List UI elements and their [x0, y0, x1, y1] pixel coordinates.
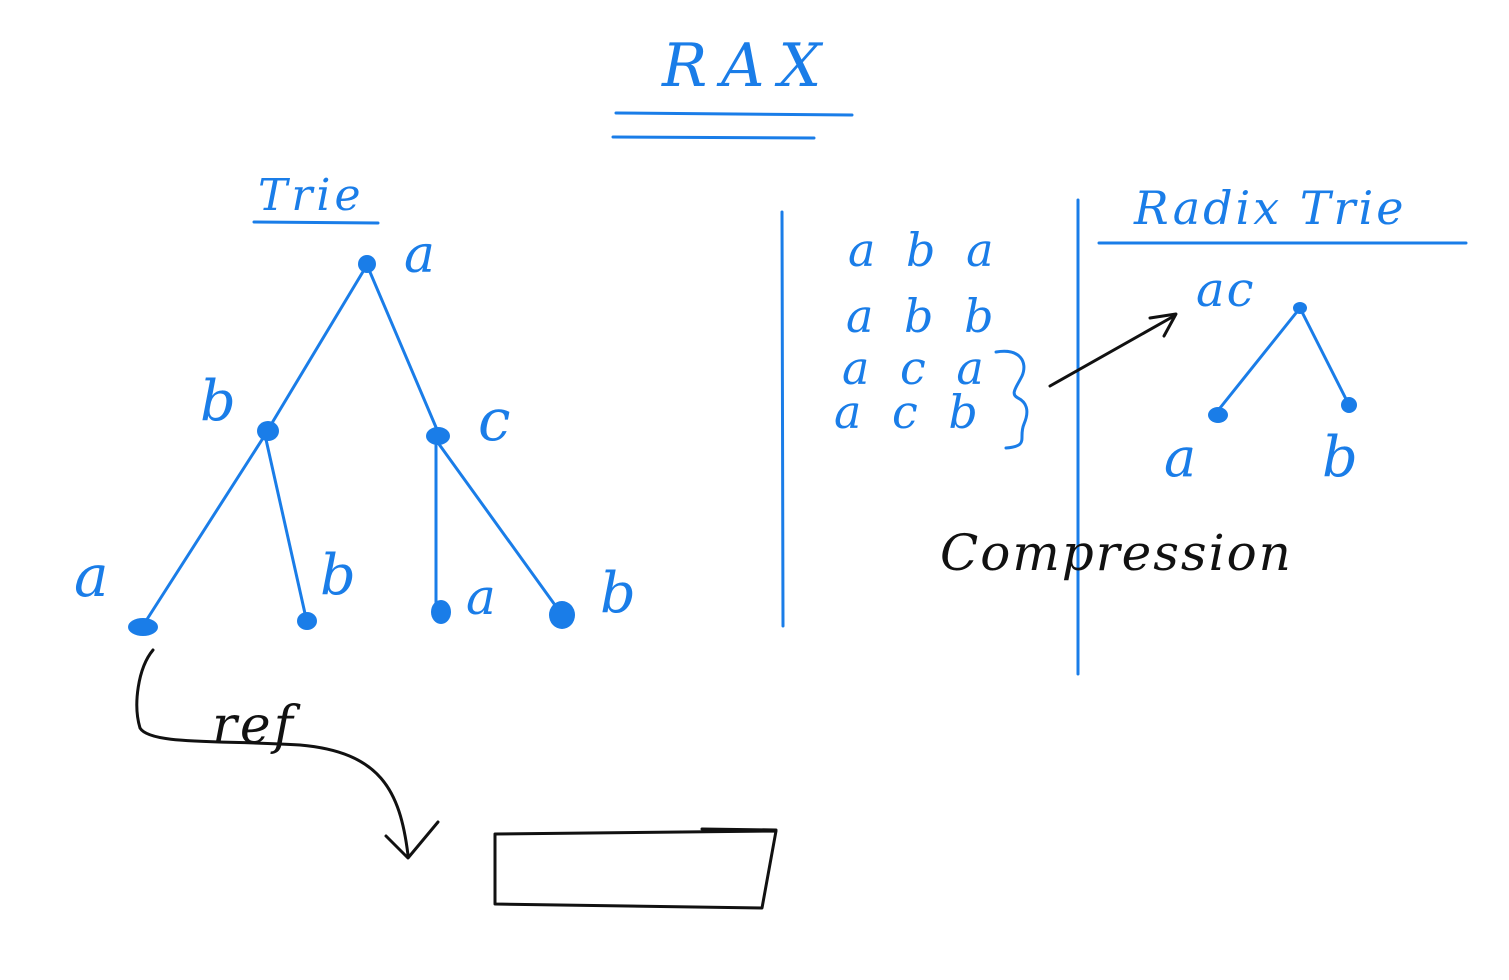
trie-leaf-label-2: b — [320, 543, 356, 608]
trie-leaf-label-1: a — [74, 542, 109, 610]
divider-left — [780, 210, 785, 628]
word-4: a c b — [834, 385, 986, 439]
trie-edges — [142, 263, 562, 626]
value-box — [493, 829, 778, 910]
word-2: a b b — [846, 289, 1002, 343]
trie-heading-underline — [252, 220, 380, 225]
compression-arrow — [1048, 314, 1176, 388]
trie-node-c — [426, 427, 450, 445]
radix-node-root — [1293, 302, 1307, 314]
trie-leaf-label-3: a — [466, 568, 496, 626]
trie-right-label: c — [478, 386, 510, 454]
radix-leaf-label-1: a — [1164, 426, 1196, 489]
trie-root-label: a — [404, 225, 435, 285]
trie-leaf-abb — [297, 612, 317, 630]
title-underline-2 — [611, 135, 816, 140]
trie-leaf-aca — [431, 600, 451, 624]
trie-leaf-label-4: b — [600, 561, 636, 626]
radix-trie-nodes — [1208, 302, 1357, 423]
trie-nodes — [128, 255, 575, 636]
curly-brace-icon — [994, 349, 1029, 450]
trie-left-label: b — [200, 369, 236, 434]
trie-leaf-aba — [128, 618, 158, 636]
ref-arrow — [135, 648, 410, 857]
compression-label: Compression — [940, 524, 1293, 582]
radix-root-label: ac — [1196, 262, 1256, 318]
radix-leaf-b — [1341, 397, 1357, 413]
trie-node-b — [257, 421, 279, 441]
radix-leaf-label-2: b — [1322, 425, 1358, 490]
ref-arrowhead-icon — [384, 820, 440, 860]
trie-leaf-acb — [549, 601, 575, 629]
ref-label: ref — [212, 696, 301, 756]
word-1: a b a — [848, 223, 1002, 277]
radix-leaf-a — [1208, 407, 1228, 423]
radix-trie-heading: Radix Trie — [1133, 181, 1406, 235]
trie-node-root — [358, 255, 376, 273]
word-3: a c a — [842, 341, 992, 395]
title-underline-1 — [614, 111, 854, 117]
value-box-top-stroke — [700, 827, 778, 832]
trie-heading: Trie — [258, 170, 365, 221]
compression-arrowhead-icon — [1148, 312, 1178, 338]
page-title: RAX — [661, 31, 835, 101]
radix-trie-edges — [1214, 306, 1350, 415]
